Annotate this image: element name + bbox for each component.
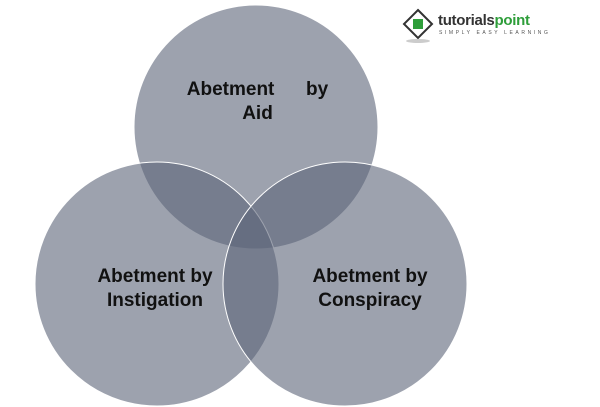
label-aid-line2: Aid (242, 103, 273, 124)
label-aid: Abetment by Aid (170, 78, 345, 126)
label-aid-line1: Abetment by (186, 79, 329, 100)
tutorialspoint-logo: tutorialspoint SIMPLY EASY LEARNING (402, 8, 592, 44)
label-conspiracy-line1: Abetment by (312, 266, 428, 287)
label-instigation: Abetment by Instigation (70, 265, 240, 313)
circle-conspiracy (222, 161, 468, 407)
label-conspiracy: Abetment by Conspiracy (285, 265, 455, 313)
logo-name: tutorialspoint (438, 12, 530, 29)
label-instigation-line1: Abetment by (97, 266, 213, 287)
label-instigation-line2: Instigation (106, 290, 204, 311)
logo-diamond-icon (402, 8, 434, 43)
label-conspiracy-line2: Conspiracy (318, 290, 422, 311)
logo-tagline: SIMPLY EASY LEARNING (439, 30, 551, 36)
